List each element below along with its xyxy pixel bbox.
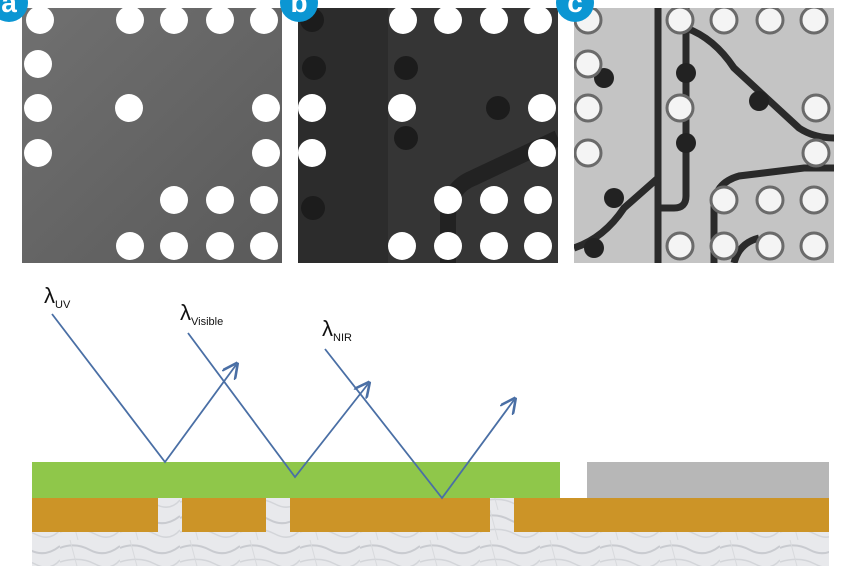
copper-pad [32, 498, 158, 532]
visible-image [298, 8, 558, 263]
substrate-gap [266, 496, 290, 536]
panel-nir-image [574, 8, 834, 263]
panel-label-b: b [280, 0, 318, 22]
substrate-layer [32, 532, 829, 566]
reflection-diagram: λUV λVisible λNIR [32, 283, 829, 566]
nir-image [574, 8, 834, 263]
solder-mask-layer [32, 462, 560, 498]
substrate-gap [158, 496, 182, 536]
nir-wavelength-label: λNIR [322, 316, 352, 344]
copper-pad [290, 498, 490, 532]
copper-pad [182, 498, 266, 532]
copper-pad [514, 498, 829, 532]
gray-layer [587, 462, 829, 498]
panel-label-c: c [556, 0, 594, 22]
panel-label-a: a [0, 0, 28, 22]
substrate-gap [490, 496, 514, 536]
nir-ray [324, 348, 514, 500]
visible-wavelength-label: λVisible [180, 300, 223, 328]
visible-ray [187, 332, 368, 479]
uv-wavelength-label: λUV [44, 283, 71, 311]
panel-uv-image [22, 8, 282, 263]
uv-image [22, 8, 282, 263]
uv-ray [51, 313, 236, 464]
panel-visible-image [298, 8, 558, 263]
